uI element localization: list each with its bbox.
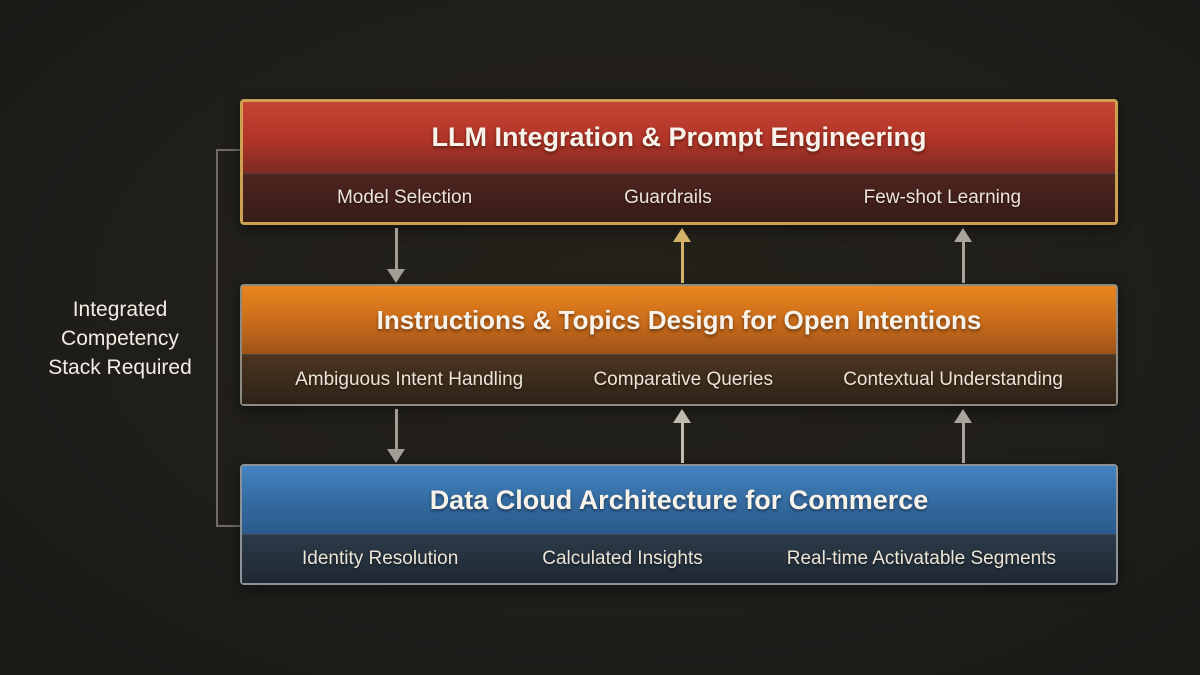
arrow-stem — [394, 409, 398, 451]
arrow-down-icon — [387, 409, 405, 463]
arrow-up-icon — [673, 409, 691, 463]
arrow-head — [954, 228, 972, 242]
arrow-stem — [961, 240, 965, 283]
arrow-stem — [961, 421, 965, 463]
layer-instructions-topics: Instructions & Topics Design for Open In… — [240, 284, 1118, 406]
arrow-head — [673, 409, 691, 423]
arrow-up-icon — [673, 228, 691, 283]
arrow-head — [387, 269, 405, 283]
layer-title: Instructions & Topics Design for Open In… — [242, 286, 1116, 354]
side-label: Integrated Competency Stack Required — [20, 295, 220, 382]
side-label-line: Integrated — [72, 298, 168, 321]
arrow-down-icon — [387, 228, 405, 283]
layer-item: Identity Resolution — [301, 548, 459, 569]
layer-item: Few-shot Learning — [863, 187, 1022, 208]
arrow-stem — [680, 240, 684, 283]
layer-llm-integration: LLM Integration & Prompt Engineering Mod… — [240, 99, 1118, 225]
arrow-head — [954, 409, 972, 423]
layer-item: Contextual Understanding — [843, 368, 1063, 390]
layer-item: Real-time Activatable Segments — [786, 548, 1057, 569]
layer-items-row: Identity Resolution Calculated Insights … — [242, 534, 1116, 583]
layer-title: Data Cloud Architecture for Commerce — [242, 466, 1116, 534]
arrow-stem — [680, 421, 684, 463]
arrow-stem — [394, 228, 398, 271]
layer-items-row: Ambiguous Intent Handling Comparative Qu… — [242, 354, 1116, 404]
layer-item: Calculated Insights — [542, 548, 703, 569]
layer-item: Comparative Queries — [593, 368, 773, 390]
arrow-head — [673, 228, 691, 242]
stack-bracket-line — [216, 149, 240, 527]
side-label-line: Stack Required — [48, 356, 192, 379]
arrow-head — [387, 449, 405, 463]
arrow-up-icon — [954, 409, 972, 463]
side-label-line: Competency — [61, 327, 179, 350]
layer-item: Model Selection — [336, 187, 473, 208]
layer-title: LLM Integration & Prompt Engineering — [243, 102, 1115, 173]
arrow-up-icon — [954, 228, 972, 283]
layer-items-row: Model Selection Guardrails Few-shot Lear… — [243, 173, 1115, 222]
layer-data-cloud: Data Cloud Architecture for Commerce Ide… — [240, 464, 1118, 585]
layer-item: Guardrails — [624, 187, 712, 208]
layer-item: Ambiguous Intent Handling — [295, 368, 524, 390]
